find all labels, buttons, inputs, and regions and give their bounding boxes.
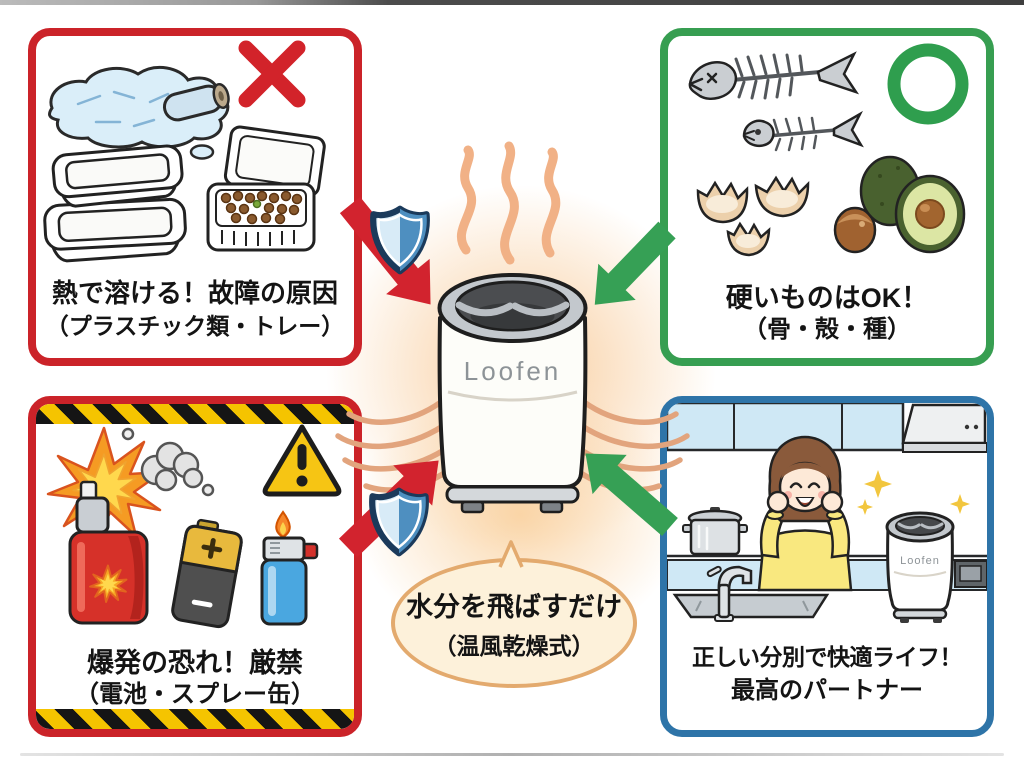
heat-waves-icon (456, 141, 561, 265)
ok-items-caption-2: （骨・殻・種） (743, 316, 911, 343)
panel-no-explosives: 爆発の恐れ！厳禁 （電池・スプレー缶） (28, 396, 362, 737)
range-hood-icon (901, 403, 987, 453)
explosives-illustration (46, 424, 342, 629)
top-edge-bar (0, 0, 1024, 5)
no-explosives-caption-2: （電池・スプレー缶） (75, 681, 315, 708)
no-explosives-caption-1: 爆発の恐れ！厳禁 (87, 648, 303, 678)
happy-life-caption-1: 正しい分別で快適ライフ！ (692, 644, 963, 670)
hazard-stripe-bottom (36, 709, 354, 729)
faucet-icon (706, 565, 753, 622)
eggshell-icon (696, 175, 810, 257)
loofen-mini-device: Loofen (885, 511, 955, 623)
sink-icon (672, 593, 830, 619)
panel-happy-life: Loofen 正しい分別で快適ライフ！ 最 (660, 396, 994, 737)
panel-no-plastics: 熱で溶ける！故障の原因 （プラスチック類・トレー） (28, 28, 362, 366)
avocado-icon (859, 155, 966, 254)
loofen-mini-brand: Loofen (900, 555, 940, 567)
bubble-pointer (498, 540, 524, 568)
speech-bubble: 水分を飛ばすだけ （温風乾燥式） (391, 558, 637, 688)
woman-illustration (757, 435, 853, 592)
shield-icon (369, 487, 429, 557)
loofen-brand-label: Loofen (464, 356, 562, 386)
shield-icon (370, 205, 430, 275)
device-foot (539, 500, 564, 514)
bubble-text-2: （温風乾燥式） (433, 633, 595, 659)
happy-life-caption-2: 最高のパートナー (731, 677, 923, 704)
no-plastics-caption-1: 熱で溶ける！故障の原因 (51, 278, 338, 308)
panel-ok-items: 硬いものはOK！ （骨・殻・種） (660, 28, 994, 366)
fishbone-icon (688, 51, 860, 100)
ok-items-illustration (688, 43, 969, 257)
heat-glow (326, 185, 716, 555)
airflow-icon (335, 399, 690, 493)
smoke-icon (121, 427, 215, 497)
bottom-edge-line (20, 753, 1004, 756)
tray-icon (43, 144, 187, 263)
device-foot (460, 500, 485, 514)
pot-icon (682, 507, 748, 556)
x-mark-icon (238, 40, 306, 108)
appliance-front (954, 560, 987, 588)
plastic-wrap-icon (48, 65, 230, 160)
loofen-device: Loofen (437, 273, 588, 514)
no-plastics-caption-2: （プラスチック類・トレー） (45, 313, 345, 339)
battery-icon (171, 518, 243, 629)
seed-icon (833, 206, 877, 254)
natto-pack-icon (206, 125, 326, 252)
hazard-stripe-top (36, 404, 354, 424)
lighter-icon (260, 510, 319, 626)
bubble-text-1: 水分を飛ばすだけ (406, 592, 622, 622)
spray-can-icon (68, 480, 149, 625)
plastics-illustration (43, 40, 326, 263)
ok-items-caption-1: 硬いものはOK！ (725, 283, 929, 313)
fishbone-small-icon (742, 110, 864, 152)
kitchen-illustration: Loofen (667, 403, 987, 623)
warning-triangle-icon (262, 424, 342, 497)
sparkle-icon (857, 470, 970, 515)
circle-ok-icon (887, 43, 969, 125)
